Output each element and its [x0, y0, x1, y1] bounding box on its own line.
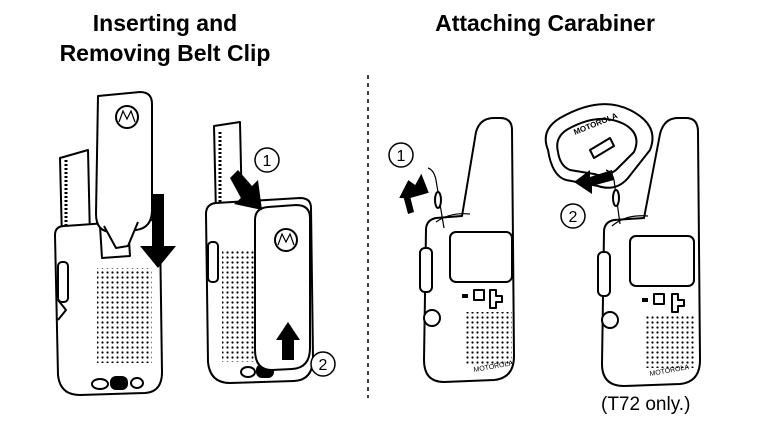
radio-icon — [54, 149, 163, 396]
arrow-icon — [574, 170, 614, 194]
belt-clip-heading: Inserting and Removing Belt Clip — [30, 8, 300, 68]
carabiner-heading: Attaching Carabiner — [435, 10, 655, 36]
speaker-grille-icon — [97, 268, 152, 363]
speaker-grille-icon — [464, 312, 512, 364]
belt-callout-1-label: 1 — [263, 153, 272, 170]
model-footnote: (T72 only.) — [601, 394, 691, 415]
arrow-icon — [276, 322, 300, 360]
motorola-logo-icon — [274, 228, 298, 252]
arrow-icon — [399, 173, 429, 199]
carabiner-callout-2: 2 — [560, 203, 586, 229]
motorola-logo-icon — [115, 105, 139, 129]
belt-callout-2: 2 — [310, 351, 336, 377]
carabiner-callout-1-label: 1 — [397, 148, 406, 165]
radio-icon: MOTOROLA — [419, 117, 515, 383]
belt-clip-icon — [254, 204, 311, 371]
carabiner-icon: MOTOROLA — [544, 103, 654, 189]
belt-callout-2-label: 2 — [319, 357, 328, 374]
arrow-icon — [230, 170, 262, 210]
belt-callout-1: 1 — [254, 147, 280, 173]
arrow-icon — [140, 194, 176, 268]
belt-clip-icon — [95, 91, 153, 249]
speaker-grille-icon — [644, 316, 694, 368]
belt-clip-heading-line1: Inserting and — [92, 10, 238, 36]
radio-icon: MOTOROLA — [597, 117, 701, 387]
carabiner-callout-1: 1 — [388, 142, 414, 168]
belt-clip-heading-line2: Removing Belt Clip — [59, 40, 271, 66]
carabiner-callout-2-label: 2 — [569, 209, 578, 226]
